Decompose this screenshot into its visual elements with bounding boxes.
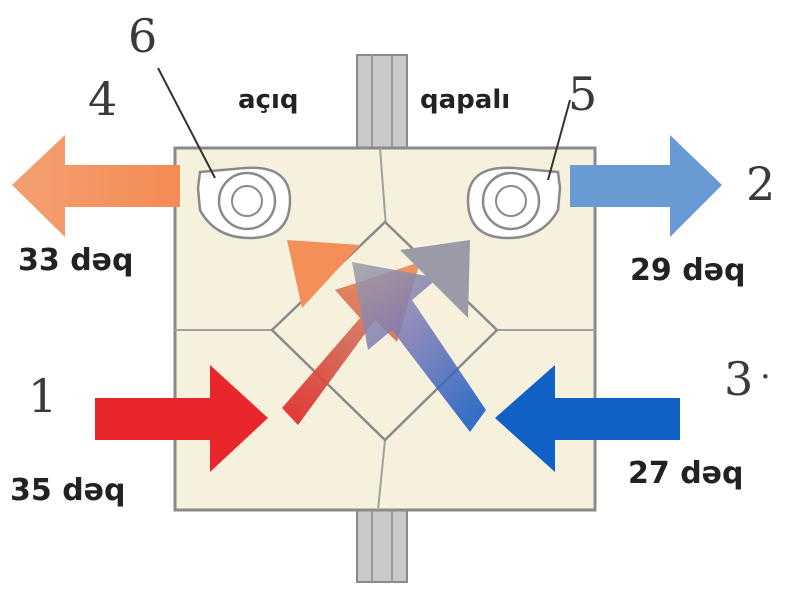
temperature-2: 29 dəq (630, 253, 746, 288)
cold-flow-diagonal (352, 262, 486, 432)
temperature-4: 33 dəq (18, 243, 134, 278)
fan-icon (466, 166, 562, 240)
arrow-left-icon (12, 135, 180, 237)
label-2: 2 (746, 157, 775, 211)
leader-line-6 (157, 67, 216, 179)
label-3-mark: · (760, 357, 771, 397)
arrow-left-icon (495, 365, 680, 472)
arrow-up-right-icon (400, 240, 470, 318)
temperature-3: 27 dəq (628, 456, 744, 491)
leader-line-5 (547, 99, 571, 181)
state-closed-label: qapalı (420, 85, 510, 115)
duct-top (356, 54, 408, 149)
label-5: 5 (568, 67, 597, 121)
arrow-right-icon (95, 365, 268, 472)
label-1: 1 (28, 369, 57, 423)
arrow-right-icon (570, 135, 722, 237)
duct-bottom (356, 509, 408, 583)
label-4: 4 (88, 72, 117, 126)
label-6: 6 (128, 9, 157, 63)
label-3: 3 (724, 352, 753, 406)
arrow-up-left-icon (287, 240, 360, 308)
state-open-label: açıq (238, 85, 298, 115)
fan-icon (196, 166, 292, 240)
temperature-1: 35 dəq (10, 473, 126, 508)
